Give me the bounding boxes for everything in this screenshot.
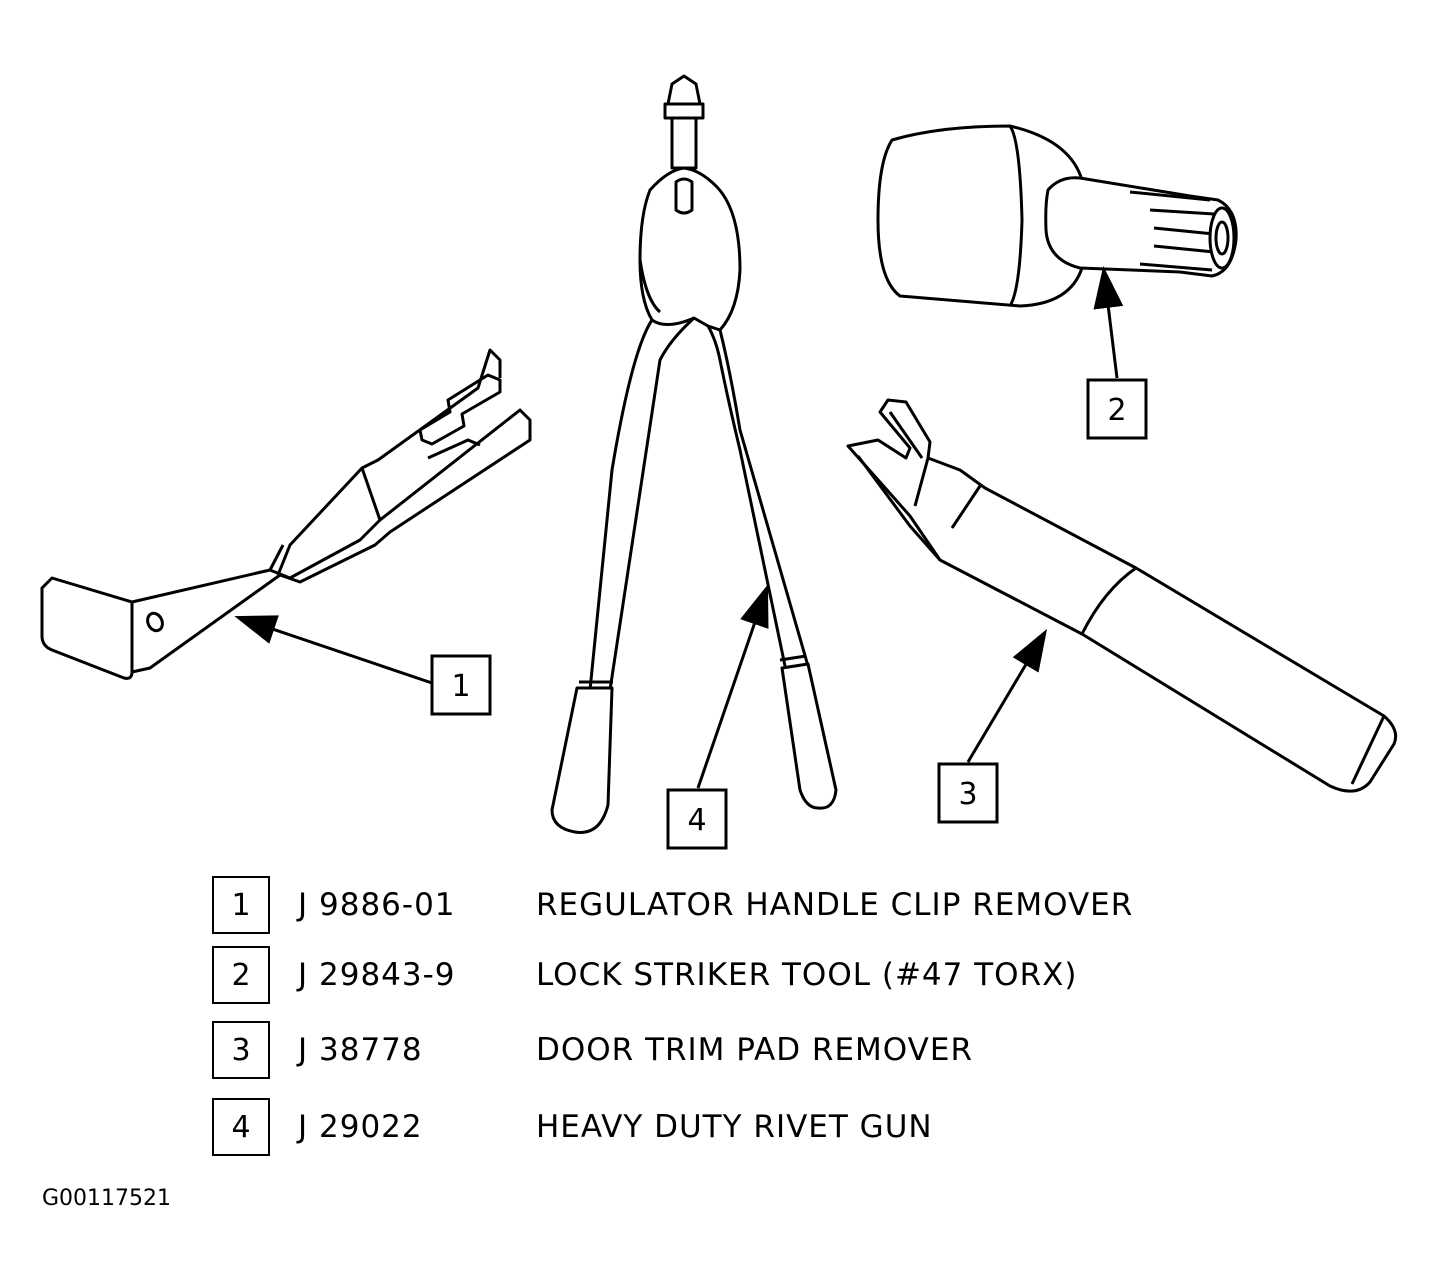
callout-1-label: 1 [451, 669, 470, 704]
callout-1: 1 [430, 654, 492, 716]
callout-3: 3 [937, 762, 999, 824]
legend-description: HEAVY DUTY RIVET GUN [536, 1109, 933, 1145]
legend-row: 1 J 9886-01 REGULATOR HANDLE CLIP REMOVE… [212, 874, 1132, 936]
torx-bit-tool [876, 124, 1238, 308]
trim-pad-remover-tool [846, 398, 1398, 793]
callout-4-label: 4 [687, 803, 706, 838]
leader-arrow-4 [696, 584, 769, 789]
legend-description: LOCK STRIKER TOOL (#47 TORX) [536, 957, 1078, 993]
legend-part-number: J 29843-9 [298, 957, 456, 993]
legend-part-number: J 9886-01 [298, 887, 456, 923]
leader-arrow-3 [966, 628, 1048, 763]
legend-row: 4 J 29022 HEAVY DUTY RIVET GUN [212, 1096, 932, 1158]
legend-description: REGULATOR HANDLE CLIP REMOVER [536, 887, 1134, 923]
callout-4: 4 [666, 788, 728, 850]
callout-3-label: 3 [958, 777, 977, 812]
legend-description: DOOR TRIM PAD REMOVER [536, 1032, 973, 1068]
legend-part-number: J 38778 [298, 1032, 423, 1068]
legend-row: 2 J 29843-9 LOCK STRIKER TOOL (#47 TORX) [212, 944, 1076, 1006]
leader-arrow-2 [1093, 266, 1124, 379]
callout-2-label: 2 [1107, 393, 1126, 428]
legend-row: 3 J 38778 DOOR TRIM PAD REMOVER [212, 1019, 972, 1081]
legend-number-box: 3 [212, 1021, 270, 1079]
legend-number-box: 1 [212, 876, 270, 934]
callout-2: 2 [1086, 378, 1148, 440]
legend-part-number: J 29022 [298, 1109, 423, 1145]
legend-number-box: 4 [212, 1098, 270, 1156]
figure-id: G00117521 [42, 1186, 172, 1211]
clip-remover-tool [40, 348, 532, 680]
rivet-gun-tool [550, 74, 838, 834]
leader-arrow-1 [234, 615, 433, 685]
legend-number-box: 2 [212, 946, 270, 1004]
